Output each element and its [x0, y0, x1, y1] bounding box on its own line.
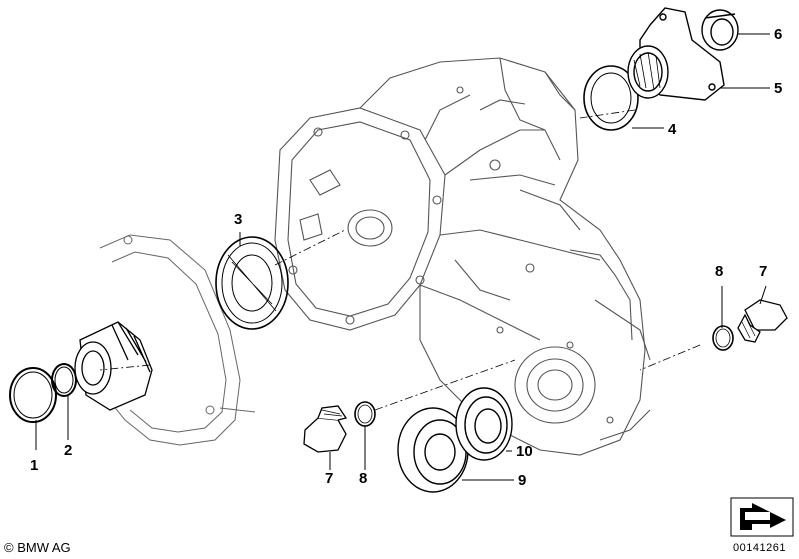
drain-plug-right: [737, 299, 788, 343]
arrow-in-box-icon: [730, 497, 794, 537]
washer-right: [712, 325, 734, 351]
callout-7-bottom: 7: [325, 470, 334, 487]
callout-10: 10: [516, 443, 533, 460]
ring-small: [51, 363, 77, 397]
callout-1: 1: [30, 457, 39, 474]
bearing-cover: [397, 407, 469, 493]
callout-8-bottom: 8: [359, 470, 368, 487]
callout-2: 2: [64, 442, 73, 459]
gasket-ring: [583, 65, 639, 131]
document-number: 00141261: [733, 542, 786, 554]
transfer-case-housing: [274, 57, 651, 456]
output-flange: [627, 7, 725, 101]
splined-sleeve: [74, 321, 153, 411]
assembly-axes: [99, 109, 701, 411]
seal-ring: [455, 387, 513, 461]
callout-8-right: 8: [715, 263, 724, 280]
callout-6: 6: [774, 26, 783, 43]
callout-3: 3: [234, 211, 243, 228]
o-ring-large: [9, 367, 57, 423]
copyright-label: © BMW AG: [4, 540, 71, 555]
callout-4: 4: [668, 121, 677, 138]
adjacent-housing-outline: [99, 234, 256, 446]
shaft-seal: [215, 236, 289, 330]
flange-cap: [701, 9, 739, 51]
washer-bottom: [354, 401, 376, 427]
callout-5: 5: [774, 80, 783, 97]
callout-9: 9: [518, 472, 527, 489]
callout-7-right: 7: [759, 263, 768, 280]
leader-lines: [35, 33, 770, 481]
drain-plug-bottom: [303, 405, 348, 453]
